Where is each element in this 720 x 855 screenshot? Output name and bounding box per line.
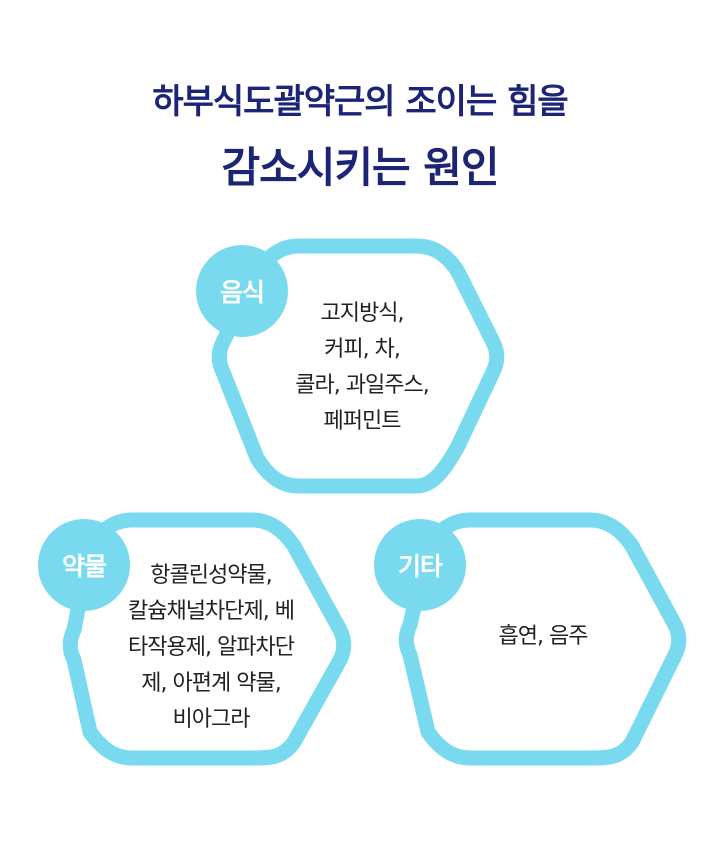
food-cause-line: 콜라, 과일주스, [295, 373, 429, 398]
etc-cause-line: 흡연, 음주 [498, 624, 589, 649]
food-cause-line: 고지방식, [320, 301, 405, 326]
drug-hexagon [62, 512, 352, 766]
etc-cause-list: 흡연, 음주 [448, 619, 638, 655]
food-category-label: 음식 [219, 278, 265, 307]
drug-cause-line: 칼슘채널차단제, 베 [128, 599, 295, 624]
food-cause-line: 커피, 차, [324, 337, 401, 362]
food-cause-list: 고지방식, 커피, 차, 콜라, 과일주스, 페퍼민트 [262, 296, 462, 440]
drug-category-badge: 약물 [38, 519, 130, 611]
food-cause-line: 페퍼민트 [323, 409, 402, 434]
drug-cause-line: 제, 아편계 약물, [141, 671, 281, 696]
drug-cause-line: 타작용제, 알파차단 [128, 635, 295, 660]
title-line-1: 하부식도괄약근의 조이는 힘을 [152, 82, 568, 122]
etc-category-label: 기타 [397, 552, 443, 581]
title-line-2: 감소시키는 원인 [221, 143, 499, 192]
food-hexagon [211, 238, 505, 494]
drug-cause-line: 비아그라 [172, 707, 251, 732]
drug-category-label: 약물 [61, 552, 107, 581]
etc-category-badge: 기타 [374, 519, 466, 611]
drug-cause-line: 항콜린성약물, [150, 563, 272, 588]
food-category-badge: 음식 [196, 245, 288, 337]
etc-hexagon [398, 512, 687, 766]
drug-cause-list: 항콜린성약물, 칼슘채널차단제, 베 타작용제, 알파차단 제, 아편계 약물,… [96, 558, 326, 738]
